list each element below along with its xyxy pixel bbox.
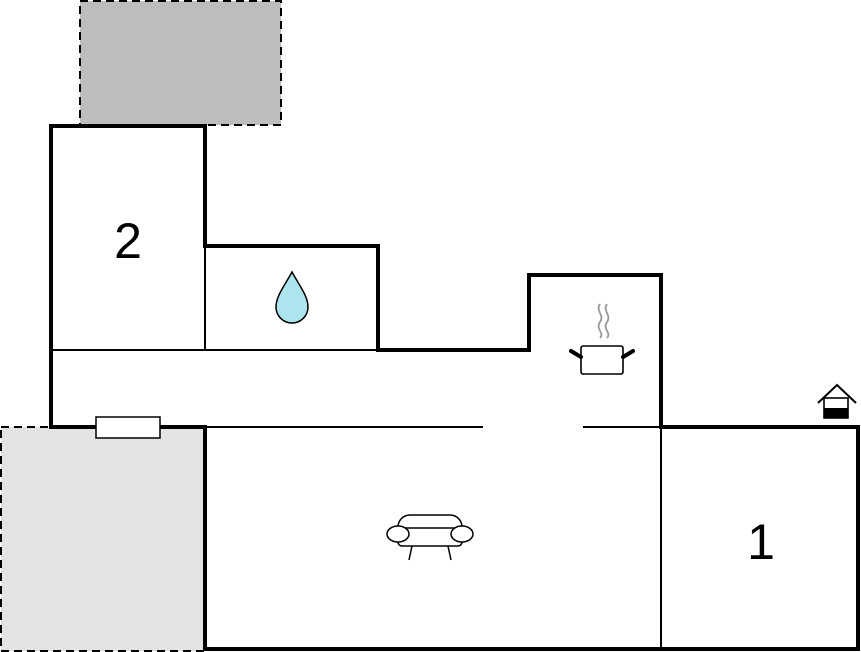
lower-outdoor-area [0,426,206,652]
room-label-bedroom-1: 1 [747,514,775,570]
window-icon [95,416,161,439]
sofa-icon [386,514,474,561]
cooking-pot-icon [569,303,635,375]
upper-outdoor-area [79,0,282,126]
outer-walls [49,124,860,651]
interior-walls [51,247,662,649]
water-drop-icon [275,270,309,324]
house-entrance-icon [817,383,857,419]
room-label-bedroom-2: 2 [114,213,142,269]
